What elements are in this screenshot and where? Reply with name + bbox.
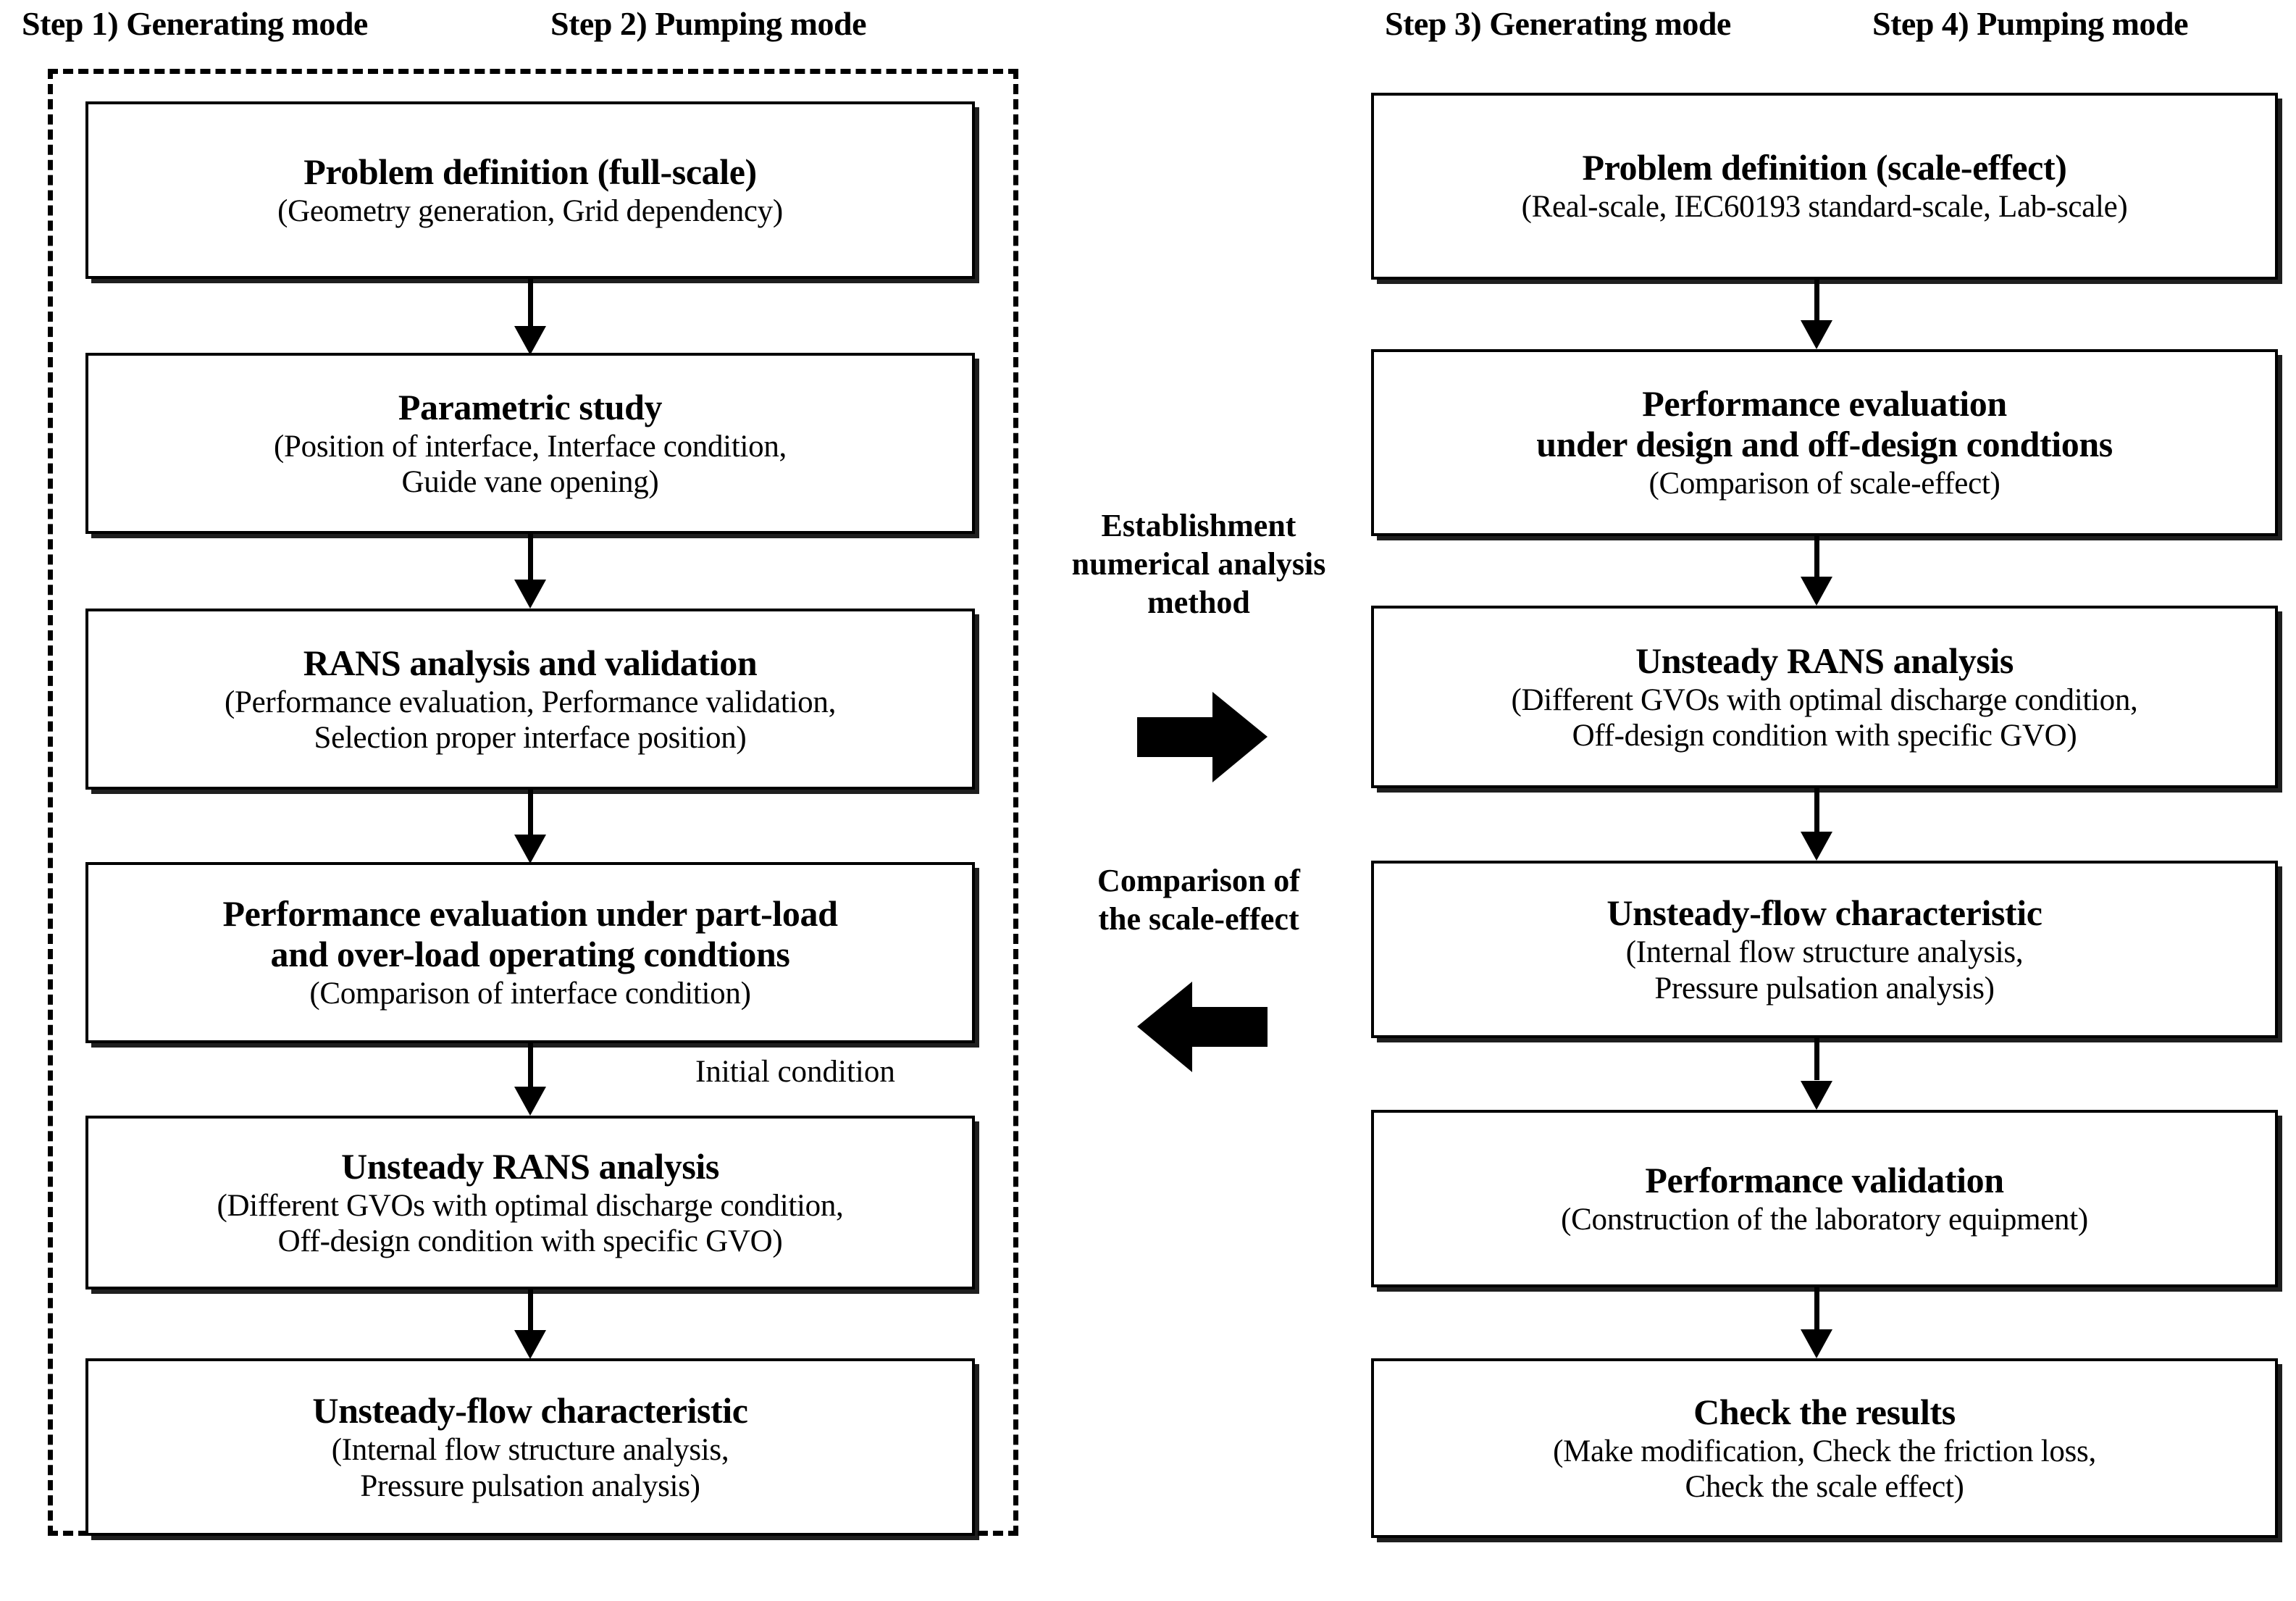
left-connector-5-6 — [528, 1289, 533, 1332]
right-box-1-subtitle: (Real-scale, IEC60193 standard-scale, La… — [1521, 190, 2128, 225]
right-arrowhead-2-3 — [1801, 577, 1832, 606]
left-arrowhead-1-2 — [514, 326, 546, 355]
left-box-3-title: RANS analysis and validation — [303, 642, 758, 683]
left-box-5-title: Unsteady RANS analysis — [341, 1145, 719, 1187]
left-box-2-subtitle: (Position of interface, Interface condit… — [274, 429, 787, 499]
right-box-4: Unsteady-flow characteristic (Internal f… — [1371, 861, 2278, 1038]
right-arrowhead-1-2 — [1801, 320, 1832, 349]
right-box-6-title: Check the results — [1693, 1391, 1956, 1432]
left-box-3: RANS analysis and validation (Performanc… — [85, 609, 975, 790]
right-box-2-title: Performance evaluation under design and … — [1536, 383, 2113, 465]
right-box-5-subtitle: (Construction of the laboratory equipmen… — [1561, 1202, 2088, 1237]
left-connector-1-2 — [528, 279, 533, 331]
left-box-4-subtitle: (Comparison of interface condition) — [309, 977, 751, 1011]
right-connector-2-3 — [1814, 536, 1819, 581]
arrow-left-block-icon — [1137, 978, 1268, 1079]
left-arrowhead-5-6 — [514, 1330, 546, 1359]
right-arrowhead-5-6 — [1801, 1329, 1832, 1358]
center-backward-label: Comparison of the scale-effect — [1097, 863, 1300, 937]
right-box-2-subtitle: (Comparison of scale-effect) — [1648, 467, 2000, 501]
left-column-group-border — [48, 69, 1018, 1536]
left-connector-2-3 — [528, 534, 533, 585]
right-box-4-title: Unsteady-flow characteristic — [1606, 893, 2042, 934]
left-arrowhead-4-5 — [514, 1087, 546, 1116]
right-box-5: Performance validation (Construction of … — [1371, 1110, 2278, 1287]
center-forward-label: Establishment numerical analysis method — [1071, 508, 1326, 620]
left-box-2-title: Parametric study — [398, 386, 663, 427]
right-box-1-title: Problem definition (scale-effect) — [1582, 147, 2067, 188]
left-connector-4-5 — [528, 1043, 533, 1088]
left-edge-label-initial-condition: Initial condition — [695, 1055, 895, 1089]
left-box-3-subtitle: (Performance evaluation, Performance val… — [224, 685, 837, 755]
left-box-5: Unsteady RANS analysis (Different GVOs w… — [85, 1116, 975, 1289]
heading-step-3: Step 3) Generating mode — [1385, 5, 1731, 42]
left-box-6-subtitle: (Internal flow structure analysis, Press… — [331, 1433, 729, 1503]
right-connector-5-6 — [1814, 1287, 1819, 1329]
left-box-1-title: Problem definition (full-scale) — [303, 151, 757, 192]
left-arrowhead-3-4 — [514, 835, 546, 864]
right-connector-4-5 — [1814, 1038, 1819, 1080]
right-arrowhead-4-5 — [1801, 1081, 1832, 1110]
right-box-6: Check the results (Make modification, Ch… — [1371, 1358, 2278, 1538]
right-box-3: Unsteady RANS analysis (Different GVOs w… — [1371, 606, 2278, 788]
right-box-4-subtitle: (Internal flow structure analysis, Press… — [1625, 935, 2024, 1006]
right-box-2: Performance evaluation under design and … — [1371, 349, 2278, 536]
right-connector-1-2 — [1814, 280, 1819, 325]
right-box-6-subtitle: (Make modification, Check the friction l… — [1553, 1434, 2096, 1504]
left-box-1-subtitle: (Geometry generation, Grid dependency) — [277, 193, 783, 228]
left-box-6: Unsteady-flow characteristic (Internal f… — [85, 1358, 975, 1536]
right-box-3-title: Unsteady RANS analysis — [1635, 640, 2014, 681]
left-box-5-subtitle: (Different GVOs with optimal discharge c… — [217, 1188, 844, 1258]
left-box-4: Performance evaluation under part-load a… — [85, 862, 975, 1043]
left-arrowhead-2-3 — [514, 580, 546, 609]
heading-step-2: Step 2) Pumping mode — [550, 5, 866, 42]
left-box-1: Problem definition (full-scale) (Geometr… — [85, 101, 975, 279]
left-box-4-title: Performance evaluation under part-load a… — [222, 893, 838, 975]
heading-step-1: Step 1) Generating mode — [22, 5, 368, 42]
right-box-1: Problem definition (scale-effect) (Real-… — [1371, 93, 2278, 280]
heading-step-4: Step 4) Pumping mode — [1872, 5, 2188, 42]
left-box-6-title: Unsteady-flow characteristic — [312, 1390, 748, 1431]
left-connector-3-4 — [528, 790, 533, 839]
right-arrowhead-3-4 — [1801, 832, 1832, 861]
right-box-3-subtitle: (Different GVOs with optimal discharge c… — [1511, 682, 2138, 753]
arrow-right-block-icon — [1137, 688, 1268, 790]
right-connector-3-4 — [1814, 788, 1819, 833]
right-box-5-title: Performance validation — [1645, 1159, 2004, 1200]
left-box-2: Parametric study (Position of interface,… — [85, 353, 975, 534]
